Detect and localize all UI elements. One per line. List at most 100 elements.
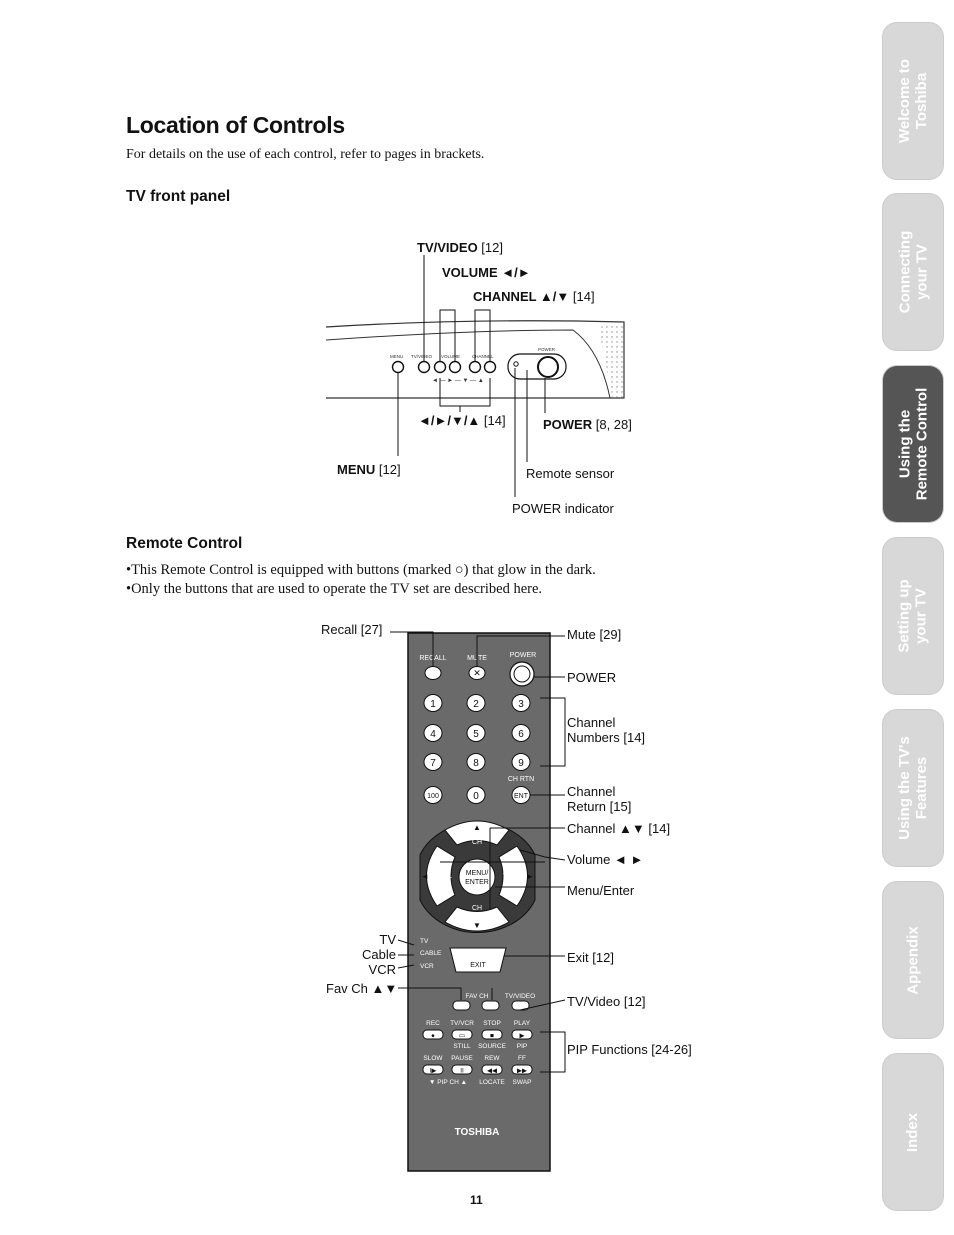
digit-0-button bbox=[466, 786, 486, 804]
digit-2-label: 2 bbox=[473, 699, 479, 710]
rec-button[interactable] bbox=[422, 1029, 444, 1040]
pause-icon: II bbox=[460, 1068, 464, 1075]
mode-cable-label: CABLE bbox=[420, 950, 442, 957]
tv-mode-callout: TV bbox=[379, 932, 396, 947]
pip-callout: PIP Functions [24-26] bbox=[567, 1042, 692, 1057]
digit-3-button[interactable] bbox=[511, 694, 531, 712]
panel-buttons bbox=[391, 360, 497, 374]
remote-heading: Remote Control bbox=[126, 535, 243, 552]
tvvcr-button[interactable] bbox=[451, 1029, 473, 1040]
vol-down-button bbox=[426, 845, 456, 907]
vol-left-arrow-icon: ◄ bbox=[421, 872, 429, 881]
ch-down-panel-button bbox=[468, 360, 482, 374]
play-button[interactable] bbox=[511, 1029, 533, 1040]
remote-sensor-callout: Remote sensor bbox=[526, 466, 615, 481]
tab-6[interactable]: Appendix bbox=[883, 882, 943, 1038]
rew-button[interactable] bbox=[481, 1064, 503, 1075]
still-label: STILL bbox=[453, 1043, 471, 1050]
vcr-mode-callout: VCR bbox=[368, 962, 396, 977]
digit-1-button[interactable] bbox=[423, 694, 443, 712]
ff-label: FF bbox=[518, 1055, 526, 1062]
ent-label: ENT bbox=[514, 793, 529, 800]
menu-enter-callout: Menu/Enter bbox=[567, 883, 635, 898]
pause-button[interactable] bbox=[451, 1064, 473, 1075]
ff-icon: ▶▶ bbox=[517, 1068, 528, 1075]
vol-up-panel-button bbox=[448, 360, 462, 374]
tab-7[interactable]: Index bbox=[883, 1054, 943, 1210]
vol-label-right: VOL bbox=[503, 873, 517, 880]
digit-5-button[interactable] bbox=[466, 724, 486, 742]
ch-label-top: CH bbox=[472, 839, 482, 846]
volume-remote-callout: Volume ◄ ► bbox=[567, 852, 644, 867]
digit-3-label: 3 bbox=[518, 699, 524, 710]
rec-icon: ● bbox=[431, 1033, 435, 1040]
digit-6-label: 6 bbox=[518, 729, 524, 740]
digit-7-label: 7 bbox=[430, 758, 436, 769]
ff-button[interactable] bbox=[511, 1064, 533, 1075]
fav-ch-callout: Fav Ch ▲▼ bbox=[326, 981, 398, 996]
remote-bullets: This Remote Control is equipped with but… bbox=[126, 561, 596, 599]
rec-label: REC bbox=[426, 1020, 440, 1027]
ch-label-bottom: CH bbox=[472, 905, 482, 912]
ch-up-panel-button bbox=[483, 360, 497, 374]
remote-leaders bbox=[390, 631, 566, 1073]
stop-icon: ■ bbox=[490, 1033, 494, 1040]
digit-4-label: 4 bbox=[430, 729, 436, 740]
tvvideo-remote-callout: TV/Video [12] bbox=[567, 994, 646, 1009]
digit-2-button[interactable] bbox=[466, 694, 486, 712]
mode-tv-label: TV bbox=[420, 938, 429, 945]
vol-right-arrow-icon: ► bbox=[526, 872, 534, 881]
power-remote-callout: POWER bbox=[567, 670, 617, 685]
digit-9-button[interactable] bbox=[511, 753, 531, 771]
pip-label: PIP bbox=[517, 1043, 527, 1050]
digit-6-button[interactable] bbox=[511, 724, 531, 742]
panel-small-labels: MENU TV/VIDEO VOLUME CHANNEL POWER bbox=[390, 347, 556, 359]
exit-button bbox=[449, 947, 507, 973]
panel-label-menu: MENU bbox=[390, 354, 403, 359]
digit-4-button[interactable] bbox=[423, 724, 443, 742]
volume-callout: VOLUME ◄/► bbox=[442, 265, 531, 280]
stop-button[interactable] bbox=[481, 1029, 503, 1040]
exit-label: EXIT bbox=[470, 962, 486, 969]
digit-7-button[interactable] bbox=[423, 753, 443, 771]
panel-label-channel: CHANNEL bbox=[472, 354, 494, 359]
vol-down-panel-button bbox=[433, 360, 447, 374]
tvvideo-label: TV/VIDEO bbox=[505, 993, 535, 1000]
arrows-callout: ◄/►/▼/▲ [14] bbox=[418, 413, 506, 428]
vol-label-left: VOL bbox=[438, 873, 452, 880]
pipch-label: ▼ PIP CH ▲ bbox=[429, 1079, 467, 1086]
channel-callout: CHANNEL ▲/▼ [14] bbox=[473, 289, 595, 304]
digit-8-button[interactable] bbox=[466, 753, 486, 771]
menu-panel-button bbox=[391, 360, 405, 374]
digit-0-label: 0 bbox=[473, 791, 479, 802]
digit-5-label: 5 bbox=[473, 729, 479, 740]
power-label: POWER bbox=[510, 652, 536, 659]
bullet-item: Only the buttons that are used to operat… bbox=[126, 580, 596, 599]
power-icon bbox=[513, 665, 531, 683]
panel-label-power: POWER bbox=[538, 347, 556, 352]
ch-rtn-label: CH RTN bbox=[508, 776, 534, 783]
page-number: 11 bbox=[470, 1193, 483, 1207]
exit-callout: Exit [12] bbox=[567, 950, 614, 965]
mute-icon: ✕ bbox=[473, 668, 481, 678]
slow-button[interactable] bbox=[422, 1064, 444, 1075]
remote-sensor bbox=[513, 361, 519, 367]
digit-1-label: 1 bbox=[430, 699, 436, 710]
ch-up-button bbox=[444, 820, 510, 846]
rew-label: REW bbox=[484, 1055, 500, 1062]
intro-text: For details on the use of each control, … bbox=[126, 147, 485, 162]
power-callout: POWER [8, 28] bbox=[543, 417, 632, 432]
vol-up-button bbox=[498, 845, 528, 907]
recall-callout: Recall [27] bbox=[321, 622, 383, 637]
